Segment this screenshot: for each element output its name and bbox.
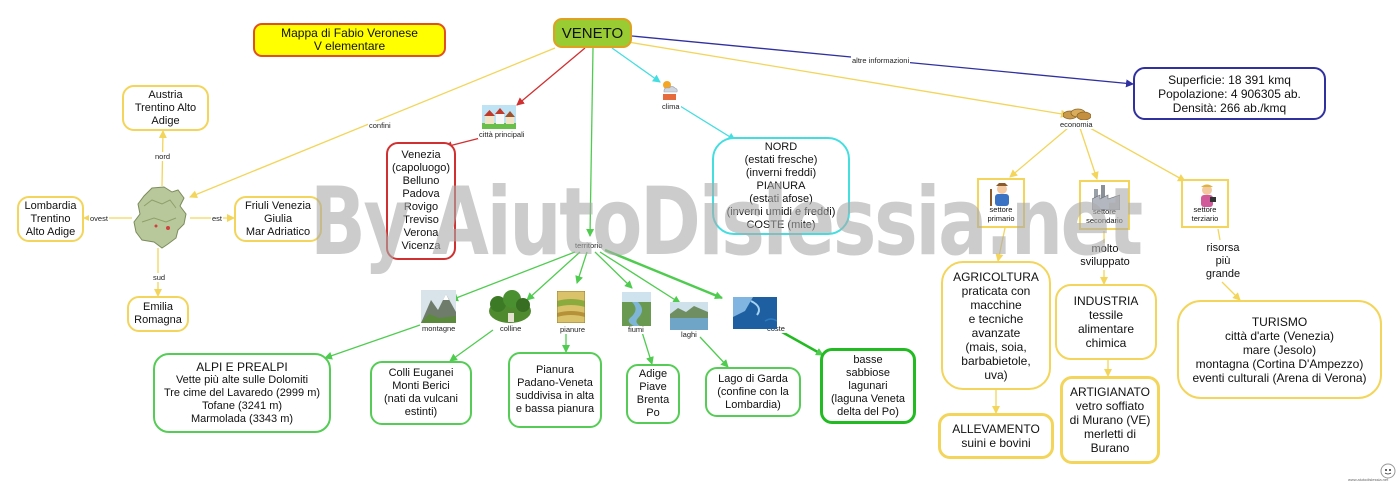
lake-icon <box>670 302 708 330</box>
site-logo-icon <box>1380 463 1396 479</box>
secondary-sector-caption: settore secondario <box>1086 207 1123 225</box>
border-ovest-node: Lombardia Trentino Alto Adige <box>17 196 84 242</box>
link-label-colline: colline <box>499 324 523 333</box>
main-resource-label: risorsa più grande <box>1205 242 1241 280</box>
plain-fields-icon <box>557 291 585 323</box>
info-node: Superficie: 18 391 kmq Popolazione: 4 90… <box>1133 67 1326 120</box>
plains-node: Pianura Padano-Veneta suddivisa in alta … <box>508 352 602 428</box>
weather-icon <box>663 81 678 100</box>
factory-icon <box>1092 185 1120 210</box>
footer-url: www.aiutodislessia.net <box>1348 477 1389 482</box>
coasts-node: basse sabbiose lagunari (laguna Veneta d… <box>820 348 916 424</box>
climate-node: NORD (estati fresche) (inverni freddi) P… <box>712 137 850 235</box>
veneto-map-icon <box>133 186 187 249</box>
secondary-sector-box: settore secondario <box>1079 180 1130 230</box>
link-label-clima: clima <box>661 102 681 111</box>
coast-icon <box>733 297 777 329</box>
link-label-est: est <box>211 214 224 223</box>
farmer-icon <box>990 183 1009 206</box>
tourism-node: TURISMO città d'arte (Venezia) mare (Jes… <box>1177 300 1382 399</box>
city-houses-icon <box>482 105 516 129</box>
primary-sector-box: settore primario <box>977 178 1025 228</box>
lakes-node: Lago di Garda (confine con la Lombardia) <box>705 367 801 417</box>
crafts-node: ARTIGIANATO vetro soffiato di Murano (VE… <box>1060 376 1160 464</box>
root-node-veneto: VENETO <box>553 18 632 48</box>
link-label-sud: sud <box>152 273 167 282</box>
tertiary-sector-caption: settore terziario <box>1191 205 1219 223</box>
link-label-montagne: montagne <box>421 324 457 333</box>
link-label-fiumi: fiumi <box>627 325 645 334</box>
link-label-nord: nord <box>154 152 172 161</box>
river-icon <box>622 292 651 326</box>
mountains-icon <box>421 290 456 323</box>
livestock-node: ALLEVAMENTO suini e bovini <box>938 413 1054 459</box>
cities-node: Venezia (capoluogo) Belluno Padova Rovig… <box>386 142 456 260</box>
industry-node: INDUSTRIA tessile alimentare chimica <box>1055 284 1157 360</box>
primary-sector-caption: settore primario <box>987 205 1015 223</box>
rivers-node: Adige Piave Brenta Po <box>626 364 680 424</box>
link-label-citta: città principali <box>478 130 526 139</box>
coins-icon <box>1063 108 1091 120</box>
hills-icon <box>489 290 531 323</box>
link-label-confini: confini <box>368 121 392 130</box>
border-sud-node: Emilia Romagna <box>127 296 189 332</box>
border-est-node: Friuli Venezia Giulia Mar Adriatico <box>234 196 322 242</box>
map-title: Mappa di Fabio Veronese V elementare <box>253 23 446 57</box>
tourist-icon <box>1201 184 1216 207</box>
developed-label: molto sviluppato <box>1080 243 1130 268</box>
border-nord-node: Austria Trentino Alto Adige <box>122 85 209 131</box>
mountains-node: ALPI E PREALPI Vette più alte sulle Dolo… <box>153 353 331 433</box>
agriculture-node: AGRICOLTURA praticata con macchine e tec… <box>941 261 1051 390</box>
hills-node: Colli Euganei Monti Berici (nati da vulc… <box>370 361 472 425</box>
link-label-territorio: territorio <box>574 241 604 250</box>
link-label-pianure: pianure <box>559 325 587 334</box>
link-label-economia: economia <box>1059 120 1094 129</box>
link-label-laghi: laghi <box>680 330 698 339</box>
link-label-ovest: ovest <box>89 214 109 223</box>
tertiary-sector-box: settore terziario <box>1181 179 1229 228</box>
link-label-altre: altre informazioni <box>851 56 911 65</box>
